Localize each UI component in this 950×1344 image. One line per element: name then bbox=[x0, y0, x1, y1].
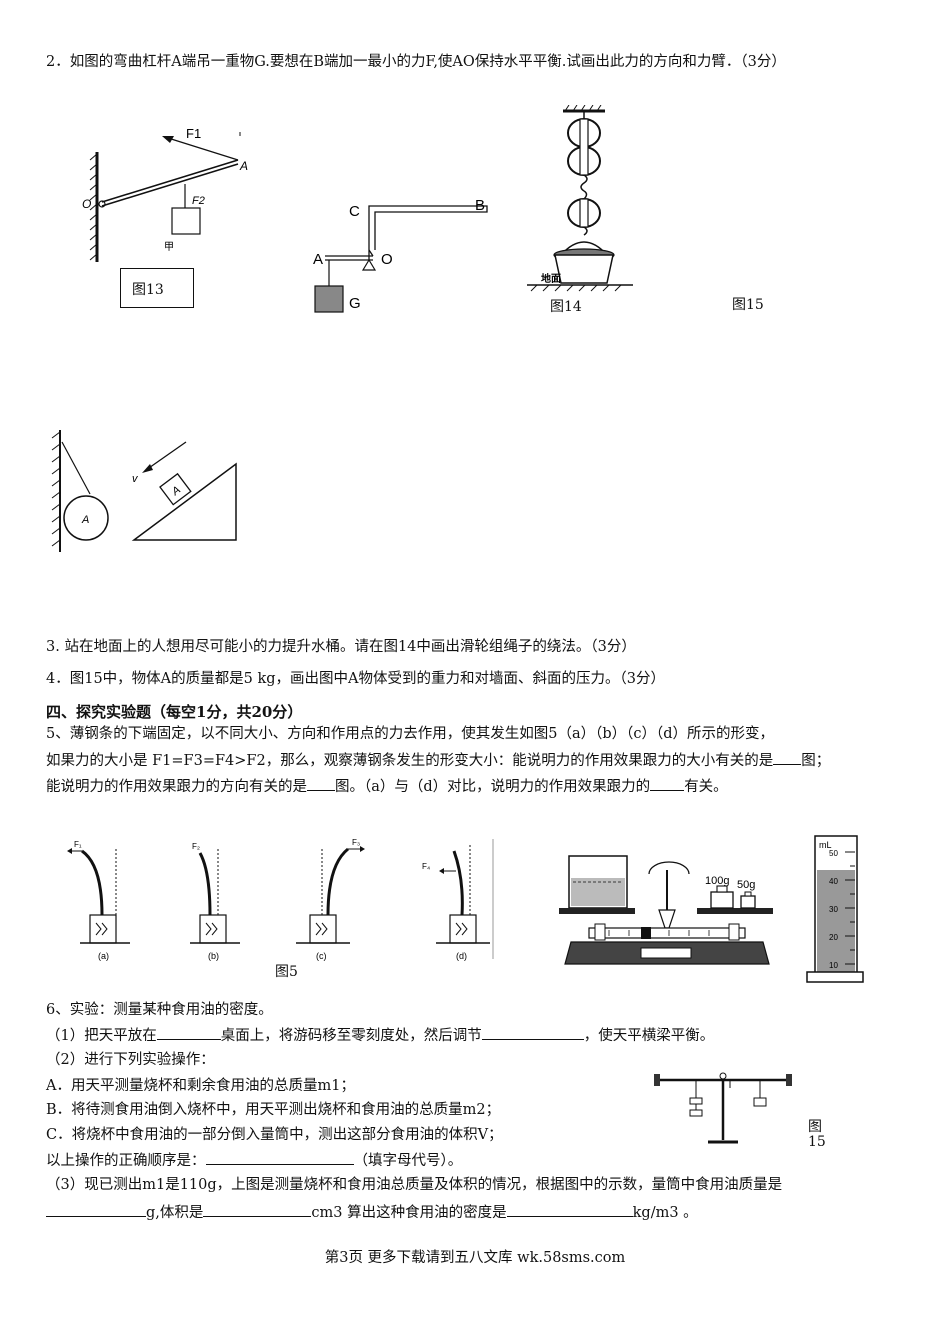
question-3-text: 3. 站在地面上的人想用尽可能小的力提升水桶。请在图14中画出滑轮组绳子的绕法。… bbox=[46, 639, 636, 655]
figure-bent-lever: C B A O G bbox=[313, 197, 488, 313]
weight-50g: 50g bbox=[737, 879, 755, 891]
label-c: C bbox=[349, 203, 360, 220]
label-f3-steel: F₃ bbox=[352, 838, 360, 847]
question-5-line-3: 能说明力的作用效果跟力的方向有关的是图。（a）与（d）对比，说明力的作用效果跟力… bbox=[46, 776, 728, 797]
cylinder-tick-50: 50 bbox=[829, 849, 838, 858]
question-6-step-1: （1）把天平放在桌面上，将游码移至零刻度处，然后调节，使天平横梁平衡。 bbox=[46, 1025, 714, 1046]
answer-blank-6-order[interactable] bbox=[205, 1150, 354, 1165]
label-v: v bbox=[132, 473, 139, 485]
answer-blank-5-2[interactable] bbox=[307, 776, 335, 791]
cylinder-tick-20: 20 bbox=[829, 933, 838, 942]
label-o2: O bbox=[381, 251, 393, 268]
label-o: O bbox=[82, 197, 91, 211]
label-f2-steel: F₂ bbox=[192, 842, 200, 851]
label-a: A bbox=[239, 159, 248, 173]
question-6-op-b: B．将待测食用油倒入烧杯中，用天平测出烧杯和食用油的总质量m2； bbox=[46, 1102, 501, 1118]
figure-13-caption: 图13 bbox=[132, 282, 164, 298]
figure-cylinder: mL 50 40 30 20 10 bbox=[806, 835, 864, 983]
label-f1-steel: F₁ bbox=[74, 840, 82, 849]
label-a2: A bbox=[313, 251, 323, 268]
figure-14-caption: 图14 bbox=[550, 299, 582, 315]
question-5-line-1: 5、薄钢条的下端固定，以不同大小、方向和作用点的力去作用，使其发生如图5（a）（… bbox=[46, 726, 775, 742]
answer-blank-6-2[interactable] bbox=[481, 1025, 584, 1040]
label-g: G bbox=[349, 295, 361, 312]
figure-15-caption: 图15 bbox=[732, 297, 764, 313]
label-g-mark: 甲 bbox=[164, 242, 174, 253]
label-f4-steel: F₄ bbox=[422, 862, 430, 871]
figure-5-caption: 图5 bbox=[275, 964, 298, 980]
page-footer: 第3页 更多下载请到五八文库 wk.58sms.com bbox=[324, 1250, 626, 1266]
figure-5-steel-strips: F₁ F₂ F₃ F₄ (a) (b) (c) (d) bbox=[67, 838, 494, 961]
figure-balance: 100g 50g bbox=[559, 855, 773, 965]
label-f1: F1 bbox=[186, 126, 201, 141]
section-4-title: 四、探究实验题（每空1分，共20分） bbox=[46, 703, 303, 721]
cylinder-unit: mL bbox=[819, 840, 832, 850]
panel-a-label: (a) bbox=[98, 951, 109, 961]
answer-blank-6-volume[interactable] bbox=[203, 1202, 312, 1217]
weight-100g: 100g bbox=[705, 875, 729, 887]
figure-13-caption-box bbox=[120, 268, 194, 308]
question-6-op-c: C．将烧杯中食用油的一部分倒入量筒中，测出这部分食用油的体积V； bbox=[46, 1127, 503, 1143]
answer-blank-6-density[interactable] bbox=[506, 1202, 633, 1217]
cylinder-tick-40: 40 bbox=[829, 877, 838, 886]
cylinder-tick-10: 10 bbox=[829, 961, 838, 970]
question-2-text: 2．如图的弯曲杠杆A端吊一重物G.要想在B端加一最小的力F,使AO保持水平平衡.… bbox=[46, 54, 786, 70]
question-4-text: 4．图15中，物体A的质量都是5 kg，画出图中A物体受到的重力和对墙面、斜面的… bbox=[46, 671, 665, 687]
panel-b-label: (b) bbox=[208, 951, 219, 961]
figure-15-wall-ball: A bbox=[51, 430, 109, 552]
question-6-step-3: （3）现已测出m1是110g，上图是测量烧杯和食用油总质量及体积的情况，根据图中… bbox=[46, 1177, 783, 1193]
label-ground: 地面 bbox=[541, 272, 561, 285]
answer-blank-5-1[interactable] bbox=[773, 750, 802, 765]
question-6-op-a: A．用天平测量烧杯和剩余食用油的总质量m1； bbox=[46, 1078, 355, 1094]
label-b: B bbox=[475, 197, 485, 214]
figure-13-lever: F1 A O F2 甲 bbox=[82, 126, 248, 262]
question-5-line-2: 如果力的大小是 F1=F3=F4>F2，那么，观察薄钢条发生的形变大小：能说明力… bbox=[46, 750, 830, 771]
question-6-title: 6、实验：测量某种食用油的密度。 bbox=[46, 1002, 273, 1018]
label-f2: F2 bbox=[192, 195, 205, 207]
figure-14-pulley: 地面 bbox=[527, 105, 633, 292]
question-6-order: 以上操作的正确顺序是：（填字母代号）。 bbox=[46, 1150, 462, 1171]
label-ball-a: A bbox=[81, 514, 89, 526]
panel-d-label: (d) bbox=[456, 951, 467, 961]
figure-15b-balance bbox=[654, 1072, 792, 1144]
cylinder-tick-30: 30 bbox=[829, 905, 838, 914]
figure-15b-caption-2: 15 bbox=[808, 1134, 826, 1150]
answer-blank-5-3[interactable] bbox=[650, 776, 685, 791]
figure-15-incline: A v bbox=[131, 441, 237, 541]
answer-blank-6-mass[interactable] bbox=[46, 1202, 146, 1217]
panel-c-label: (c) bbox=[316, 951, 327, 961]
question-6-step-2: （2）进行下列实验操作： bbox=[46, 1052, 215, 1068]
answer-blank-6-1[interactable] bbox=[156, 1025, 221, 1040]
figure-15b-caption-1: 图 bbox=[808, 1119, 822, 1135]
